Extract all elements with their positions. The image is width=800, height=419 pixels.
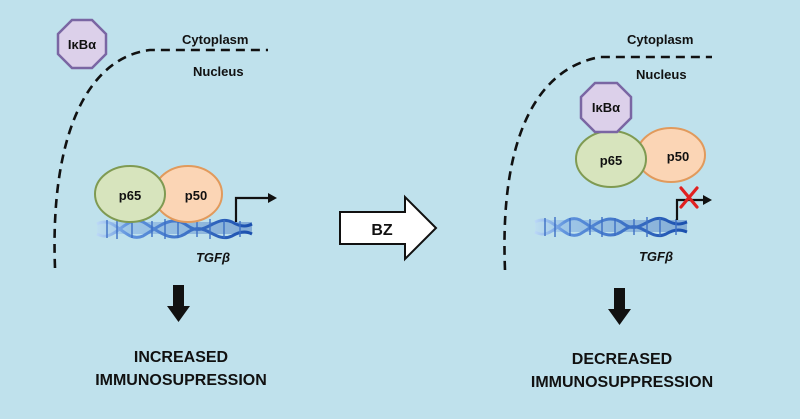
- left-outcome-line2: IMMUNOSUPRESSION: [95, 372, 267, 389]
- left-outcome-line1: INCREASED: [134, 349, 228, 366]
- right-cytoplasm-label: Cytoplasm: [627, 32, 693, 47]
- left-ikba-octagon: [56, 18, 108, 70]
- right-ikba-protein: IκBα: [579, 81, 633, 134]
- left-nuclear-membrane: [53, 48, 268, 269]
- right-outcome-line2: IMMUNOSUPPRESSION: [531, 374, 713, 391]
- right-ikba-label: IκBα: [592, 100, 620, 115]
- right-p50-label: p50: [667, 149, 689, 164]
- right-nuclear-membrane: [503, 55, 712, 271]
- left-p50-label: p50: [185, 188, 207, 203]
- left-panel: Cytoplasm Nucleus IκBα p50: [53, 18, 277, 389]
- left-cytoplasm-label: Cytoplasm: [182, 32, 248, 47]
- right-nucleus-label: Nucleus: [636, 67, 687, 82]
- left-tgfb-label: TGFβ: [196, 250, 230, 265]
- right-transcription-arrow: [675, 195, 712, 220]
- right-dna-helix: [534, 216, 688, 238]
- left-dna-helix: [96, 218, 253, 240]
- left-ikba-label: IκBα: [68, 37, 96, 52]
- left-nucleus-label: Nucleus: [193, 64, 244, 79]
- right-ikba-octagon: [579, 81, 633, 134]
- left-ikba-protein: IκBα: [56, 18, 108, 70]
- treatment-arrow: BZ: [339, 194, 438, 262]
- left-p65-protein: [94, 165, 166, 223]
- right-tgfb-label: TGFβ: [639, 249, 673, 264]
- bz-arrow-shape: [339, 194, 438, 262]
- transcription-blocked-icon: [679, 186, 699, 209]
- left-down-arrow: [167, 285, 190, 322]
- left-p65-label: p65: [119, 188, 141, 203]
- bz-label: BZ: [371, 222, 393, 239]
- right-down-arrow: [608, 288, 631, 325]
- right-p65-label: p65: [600, 153, 622, 168]
- right-outcome-line1: DECREASED: [572, 351, 672, 368]
- left-transcription-arrow: [234, 193, 277, 222]
- right-panel: Cytoplasm Nucleus p50 p65 IκBα: [503, 32, 713, 391]
